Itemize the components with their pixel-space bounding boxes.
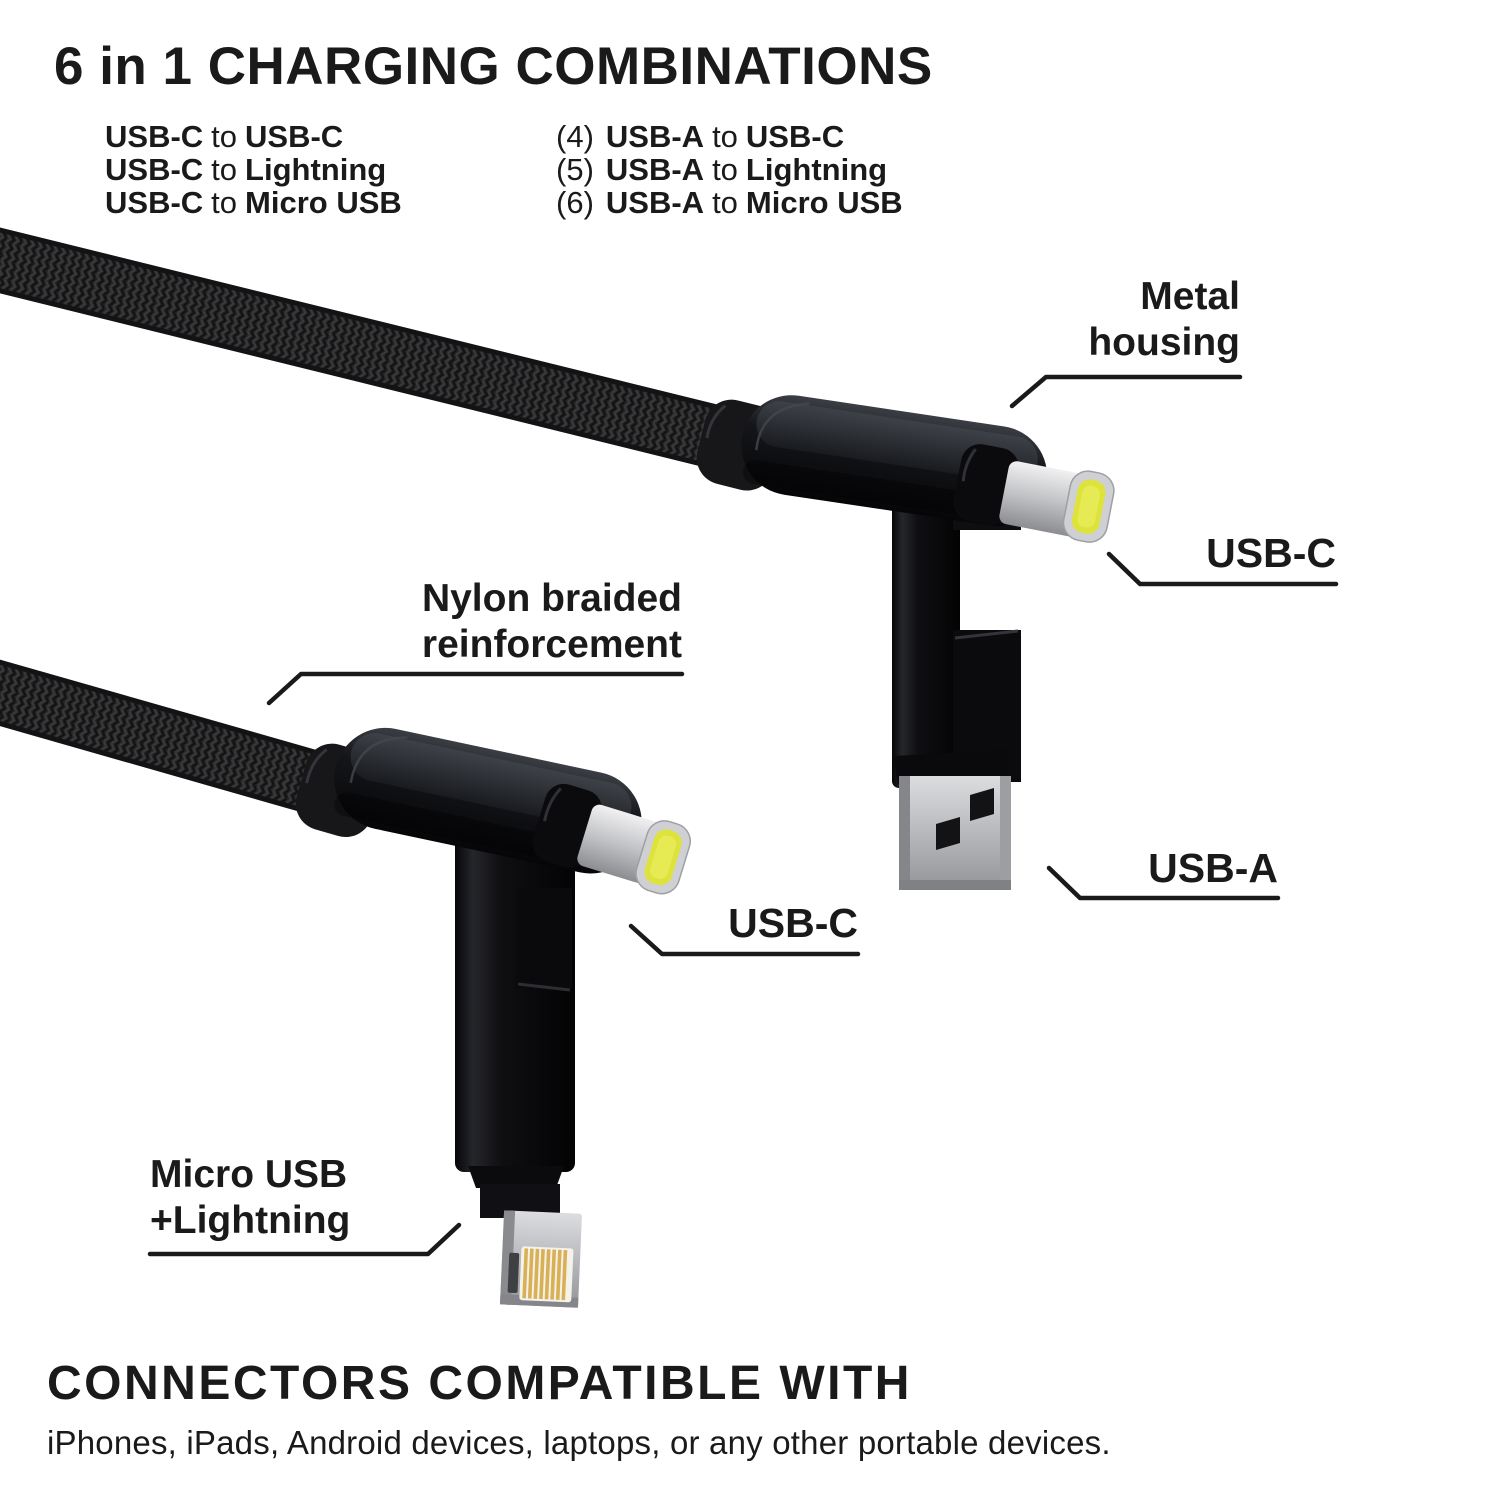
callout-label-usb-a: USB-A (1148, 845, 1278, 891)
callout-label-usb-c-top: USB-C (1206, 530, 1336, 576)
page-title: 6 in 1 CHARGING COMBINATIONS (54, 37, 933, 96)
connector-bar-left (455, 792, 575, 1172)
callout-line-nylon-braided (266, 671, 685, 706)
footer-heading: CONNECTORS COMPATIBLE WITH (47, 1357, 912, 1410)
nylon-braided-cable-top (0, 227, 776, 482)
callout-line-metal-housing (1009, 374, 1243, 409)
callout-label-micro-lightning: Micro USB +Lightning (150, 1153, 351, 1242)
callout-line-usb-c-top (1106, 551, 1339, 587)
top-cable-assembly (0, 227, 1115, 890)
micro-usb-lightning-plug (468, 1166, 582, 1308)
callout-label-metal-housing: Metal housing (1088, 275, 1240, 364)
usb-a-plug (893, 750, 1011, 890)
callout-line-micro-lightning (147, 1222, 462, 1257)
usb-c-plug-top (953, 444, 1115, 543)
callout-label-usb-c-left: USB-C (728, 900, 858, 946)
footer-body: iPhones, iPads, Android devices, laptops… (47, 1424, 1111, 1461)
callout-line-usb-a (1046, 865, 1281, 901)
callout-line-usb-c-left (628, 923, 861, 957)
usb-c-plug-left (532, 783, 691, 895)
callout-label-nylon-braided: Nylon braided reinforcement (421, 577, 682, 666)
left-cable-assembly (0, 659, 691, 1308)
